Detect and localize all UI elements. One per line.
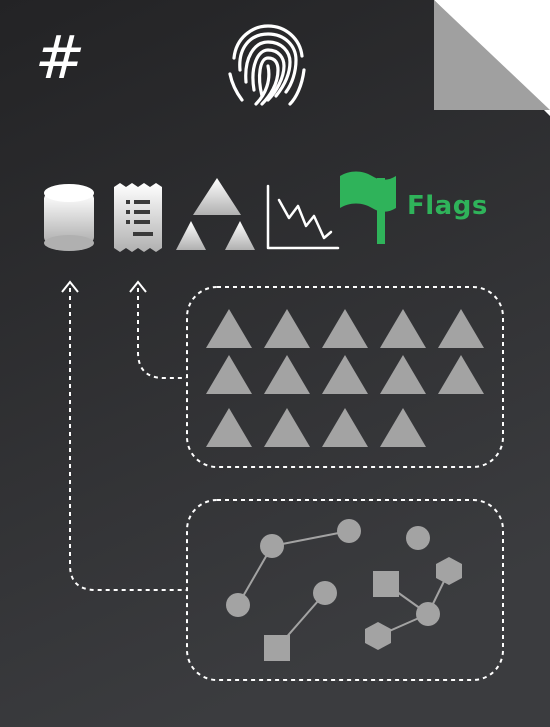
graph-node <box>313 581 337 605</box>
line-chart-down-icon <box>266 184 340 250</box>
hash-symbol: # <box>35 23 85 93</box>
arrow-to-receipt <box>137 288 186 379</box>
flag-icon <box>340 171 396 244</box>
triangle-item <box>438 309 484 348</box>
graph-group <box>186 499 504 681</box>
triangle-item <box>322 309 368 348</box>
graph-node <box>260 534 284 558</box>
triangle-item <box>206 309 252 348</box>
triangle-item <box>264 355 310 394</box>
graph-nodes <box>226 519 462 661</box>
triangle-item <box>206 408 252 447</box>
graph-node <box>264 635 290 661</box>
arrow-to-database <box>69 288 186 591</box>
graph-node <box>365 622 391 650</box>
triangle-grid <box>206 309 484 447</box>
graph-node <box>337 519 361 543</box>
triangle-item <box>206 355 252 394</box>
triangle-item <box>322 408 368 447</box>
graph-node <box>406 526 430 550</box>
graph-node <box>373 571 399 597</box>
flag-label: Flags <box>407 191 488 221</box>
triangle-item <box>264 408 310 447</box>
folded-corner <box>434 0 550 110</box>
triangle-item <box>380 408 426 447</box>
triangle-item <box>322 355 368 394</box>
database-icon <box>44 184 94 251</box>
triangle-pyramid-icon <box>176 178 255 250</box>
arrow-head-receipt <box>129 280 147 293</box>
triangle-item <box>380 309 426 348</box>
fingerprint-icon <box>228 24 306 106</box>
triangle-item <box>438 355 484 394</box>
receipt-icon <box>114 183 162 252</box>
triangle-item <box>380 355 426 394</box>
graph-node <box>416 602 440 626</box>
triangle-group <box>186 286 504 468</box>
arrow-head-database <box>61 280 79 293</box>
graph-node <box>436 557 462 585</box>
graph-node <box>226 593 250 617</box>
triangle-item <box>264 309 310 348</box>
